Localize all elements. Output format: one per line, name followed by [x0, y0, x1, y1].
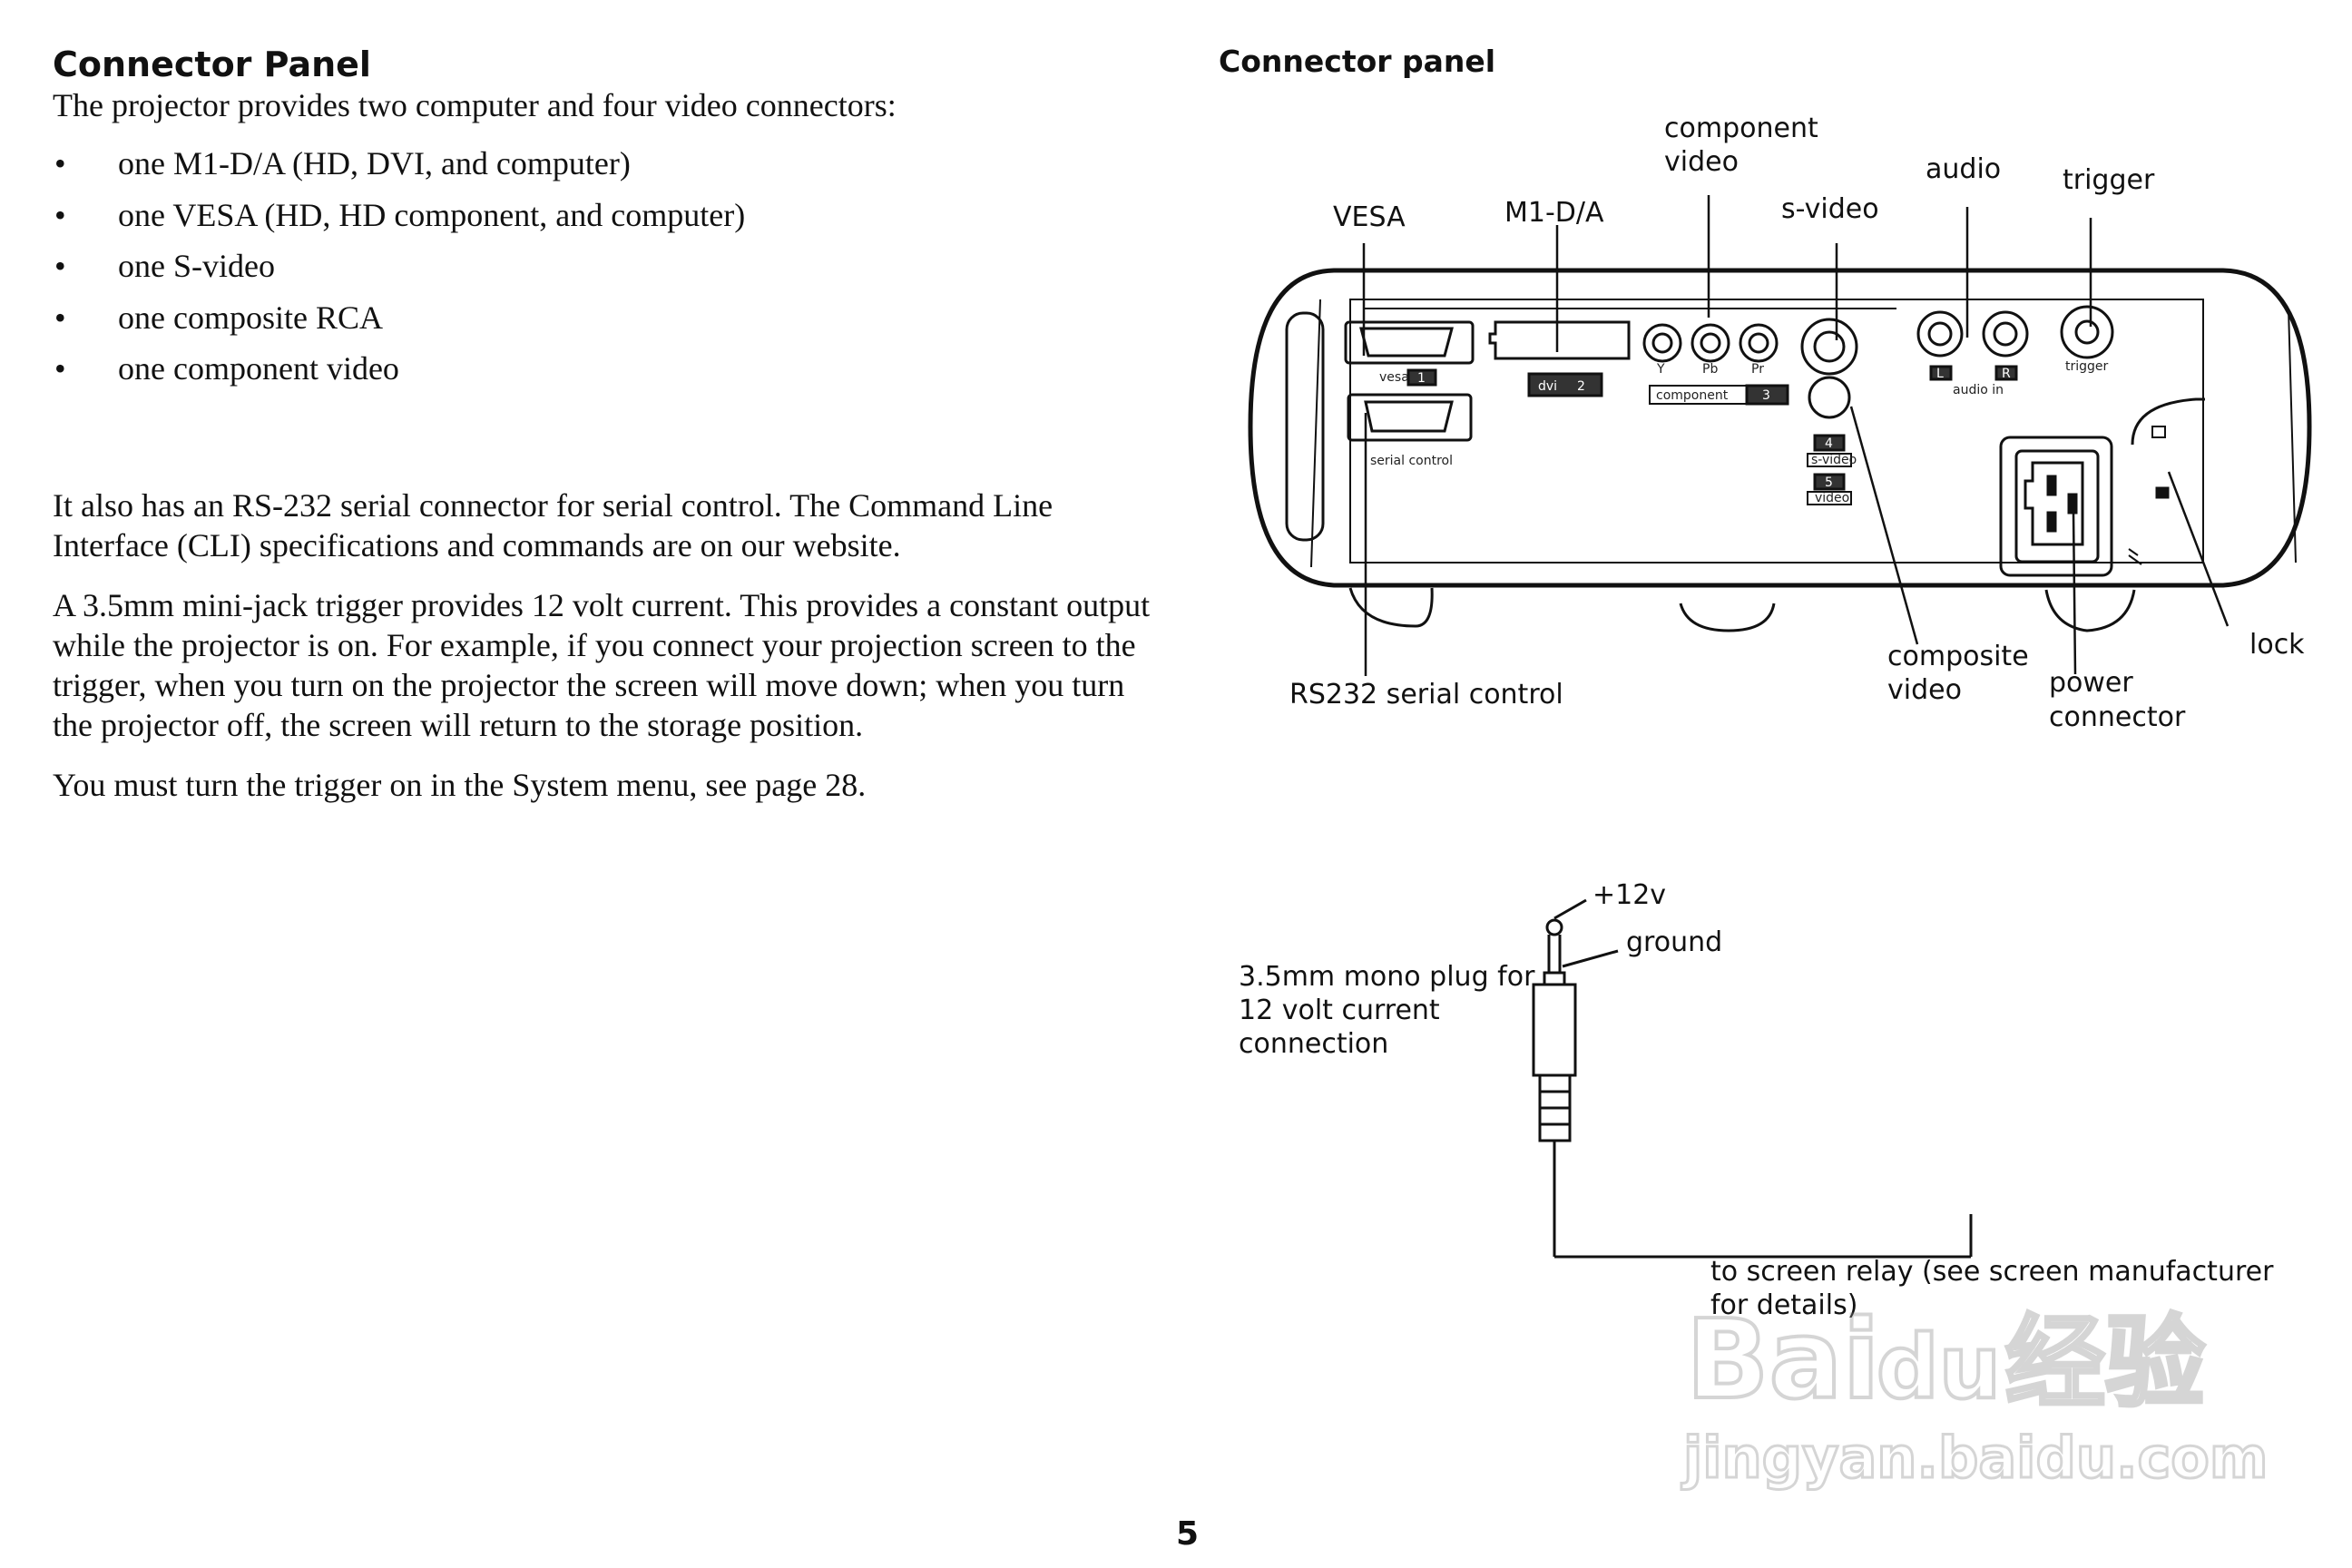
svg-text:4: 4: [1825, 436, 1833, 451]
serial-port-label: serial control: [1370, 454, 1453, 468]
component-ports: [1642, 323, 1789, 406]
component-port-label: component: [1656, 388, 1729, 403]
plug-ground-label: ground: [1626, 926, 1722, 958]
connector-list: •one M1-D/A (HD, DVI, and computer) •one…: [53, 138, 1151, 395]
svg-text:video: video: [1815, 491, 1849, 505]
rs232-paragraph: It also has an RS-232 serial connector f…: [53, 486, 1054, 564]
callout-lock: lock: [2249, 629, 2305, 661]
dvi-port: [1488, 320, 1631, 397]
diagram-title: Connector panel: [1219, 44, 1496, 79]
audio-in-label: audio in: [1953, 383, 2004, 397]
callout-audio: audio: [1926, 153, 2001, 185]
lock-slot: [2128, 397, 2205, 565]
svg-text:connection: connection: [1239, 1028, 1388, 1060]
system-menu-paragraph: You must turn the trigger on in the Syst…: [53, 766, 867, 803]
mono-plug-drawing: [1532, 898, 1973, 1259]
callout-trigger: trigger: [2063, 164, 2155, 196]
page-number: 5: [1176, 1515, 1200, 1553]
list-item: •one S-video: [54, 248, 275, 284]
callout-composite-video: composite: [1887, 641, 2029, 672]
vesa-port: [1344, 320, 1475, 387]
svg-text:R: R: [2002, 367, 2011, 381]
callout-component-video: component: [1664, 113, 1818, 144]
svg-text:jingyan.baidu.com: jingyan.baidu.com: [1681, 1425, 2268, 1491]
svg-text:connector: connector: [2049, 701, 2186, 733]
svg-text:Pb: Pb: [1702, 362, 1718, 377]
svg-text:du: du: [1877, 1317, 2001, 1418]
intro-text: The projector provides two computer and …: [53, 87, 897, 123]
section-heading: Connector Panel: [53, 44, 371, 84]
plug-12v-label: +12v: [1592, 879, 1666, 911]
svg-text:Pr: Pr: [1751, 362, 1764, 377]
baidu-watermark: Bai du 经验 jingyan.baidu.com: [1680, 1296, 2269, 1493]
svg-text:Y: Y: [1656, 362, 1665, 377]
callout-rs232: RS232 serial control: [1289, 679, 1563, 710]
left-column: Connector Panel The projector provides t…: [53, 36, 1151, 805]
audio-ports: [1916, 310, 2029, 381]
trigger-port-label: trigger: [2065, 359, 2109, 374]
svg-text:经验: 经验: [2005, 1305, 2205, 1421]
list-item: •one composite RCA: [54, 299, 383, 336]
svideo-port: [1800, 318, 1858, 505]
list-item: •one VESA (HD, HD component, and compute…: [54, 196, 746, 233]
svg-text:1: 1: [1417, 371, 1426, 386]
svg-text:12 volt current: 12 volt current: [1239, 995, 1440, 1026]
vesa-port-label: vesa: [1379, 370, 1409, 385]
list-item: •one M1-D/A (HD, DVI, and computer): [54, 145, 631, 181]
svg-text:L: L: [1936, 367, 1944, 381]
power-port: [1999, 436, 2113, 577]
callout-svideo: s-video: [1781, 193, 1879, 225]
svg-text:s-video: s-video: [1811, 453, 1857, 467]
screen-relay-label: to screen relay (see screen manufacturer: [1710, 1256, 2274, 1288]
callout-lines: [1362, 195, 2230, 676]
svg-text:3: 3: [1762, 388, 1770, 403]
callout-vesa: VESA: [1333, 201, 1406, 233]
svg-text:Bai: Bai: [1686, 1298, 1880, 1424]
trigger-paragraph: A 3.5mm mini-jack trigger provides 12 vo…: [53, 586, 1151, 743]
svg-text:5: 5: [1825, 475, 1833, 490]
callout-power-connector: power: [2049, 667, 2133, 699]
svg-text:video: video: [1887, 674, 1962, 706]
projector-body: [1248, 268, 2312, 632]
serial-port: [1347, 393, 1473, 442]
trigger-port: [2060, 305, 2114, 359]
svg-text:for details): for details): [1710, 1289, 1857, 1321]
svg-text:video: video: [1664, 146, 1739, 178]
svg-text:2: 2: [1577, 379, 1585, 394]
list-item: •one component video: [54, 350, 399, 387]
plug-description: 3.5mm mono plug for: [1239, 961, 1535, 993]
dvi-port-label: dvi: [1538, 379, 1557, 394]
callout-m1da: M1-D/A: [1504, 197, 1604, 229]
